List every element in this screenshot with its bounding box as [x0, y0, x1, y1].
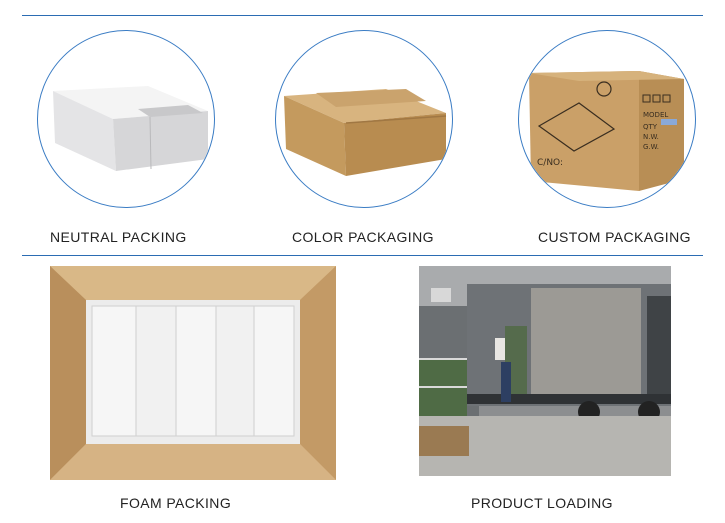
svg-text:G.W.: G.W.: [643, 143, 659, 151]
color-packaging-image: [275, 30, 453, 208]
product-loading-label: PRODUCT LOADING: [471, 495, 613, 511]
custom-packaging-label: CUSTOM PACKAGING: [538, 229, 691, 245]
color-packaging-label: COLOR PACKAGING: [292, 229, 434, 245]
neutral-packing-image: [37, 30, 215, 208]
foam-packing-label: FOAM PACKING: [120, 495, 232, 511]
custom-packaging-image: MODEL QTY N.W. G.W. C/NO:: [518, 30, 696, 208]
product-loading-image: [419, 266, 671, 476]
middle-divider: [22, 255, 703, 256]
svg-text:MODEL: MODEL: [643, 111, 668, 119]
svg-text:QTY: QTY: [643, 123, 658, 131]
svg-text:C/NO:: C/NO:: [537, 158, 563, 168]
top-divider: [22, 15, 703, 16]
foam-packing-image: [50, 266, 336, 480]
svg-text:N.W.: N.W.: [643, 133, 659, 141]
neutral-packing-label: NEUTRAL PACKING: [50, 229, 187, 245]
